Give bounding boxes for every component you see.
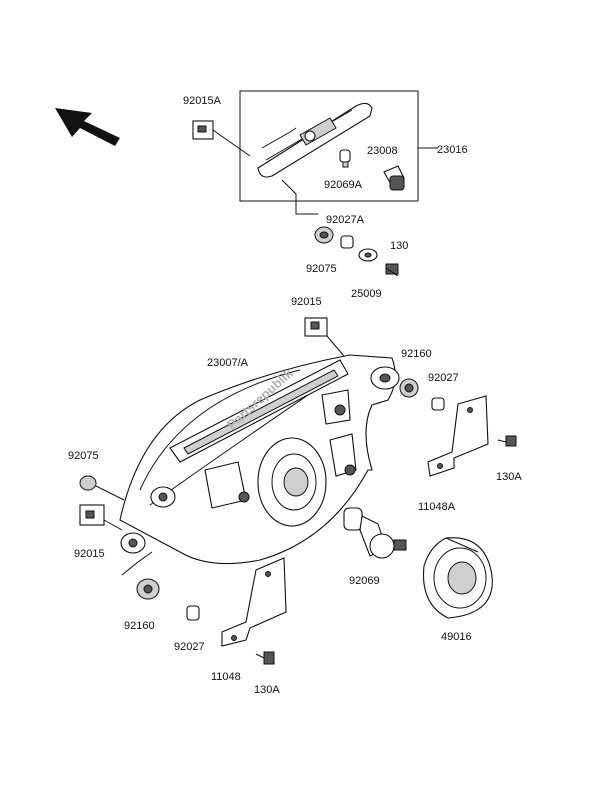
bracket-11048A xyxy=(427,395,489,477)
clip-92015-left xyxy=(79,504,123,531)
label-25009: 25009 xyxy=(351,288,382,300)
label-130: 130 xyxy=(390,240,408,252)
label-23016: 23016 xyxy=(437,144,468,156)
label-92075-left: 92075 xyxy=(68,450,99,462)
headlight-bulb xyxy=(343,507,407,559)
label-11048: 11048 xyxy=(211,671,241,683)
label-92015-top: 92015 xyxy=(291,296,322,308)
dust-cover xyxy=(422,537,493,619)
label-23007A: 23007/A xyxy=(207,357,249,369)
bolt-130A-right xyxy=(497,435,517,447)
label-92160-top: 92160 xyxy=(401,348,432,360)
label-92027A: 92027A xyxy=(326,214,365,226)
collar-bottom xyxy=(186,605,200,621)
label-92015-left: 92015 xyxy=(74,548,105,560)
label-49016: 49016 xyxy=(441,631,472,643)
front-direction-arrow-icon xyxy=(55,108,120,146)
label-92069A: 92069A xyxy=(324,179,363,191)
collar-top xyxy=(340,235,354,249)
washer xyxy=(358,248,378,262)
clip-92015A xyxy=(192,120,251,157)
socket xyxy=(383,165,405,191)
label-92160-bottom: 92160 xyxy=(124,620,155,632)
bulb-small xyxy=(339,149,351,168)
label-92075-top: 92075 xyxy=(306,263,337,275)
grommet-bottom xyxy=(136,578,160,600)
label-92069: 92069 xyxy=(349,575,380,587)
bolt-130A-bottom xyxy=(255,651,275,665)
headlight-housing xyxy=(119,354,400,565)
clip-92015-top xyxy=(304,317,345,357)
bolt-130 xyxy=(385,263,399,277)
label-130A-right: 130A xyxy=(496,471,522,483)
grommet-left xyxy=(79,475,125,501)
label-130A-bottom: 130A xyxy=(254,684,280,696)
collar-right xyxy=(431,397,445,411)
grommet-top xyxy=(314,226,334,244)
label-11048A: 11048A xyxy=(418,501,456,513)
label-92027-bottom: 92027 xyxy=(174,641,205,653)
label-23008: 23008 xyxy=(367,145,398,157)
label-92015A: 92015A xyxy=(183,95,222,107)
label-92027-right: 92027 xyxy=(428,372,459,384)
position-lamp-box xyxy=(239,90,438,202)
grommet-right xyxy=(399,378,419,398)
bracket-11048 xyxy=(221,557,287,647)
